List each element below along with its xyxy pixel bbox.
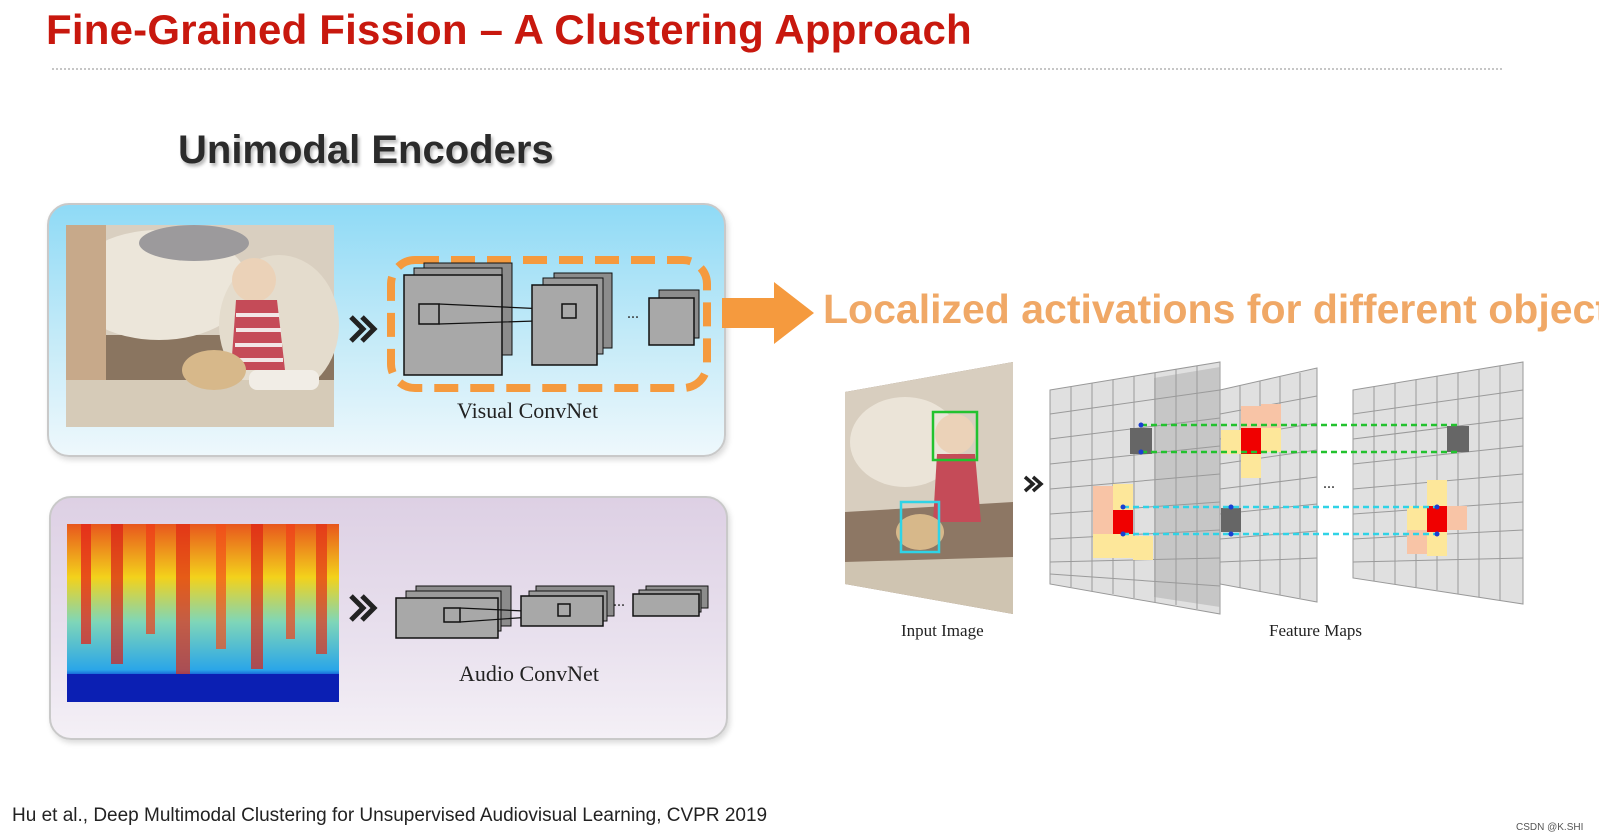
feature-map-1 — [1049, 361, 1221, 615]
title-divider — [52, 68, 1502, 70]
feature-map-3 — [1352, 361, 1524, 605]
input-image-label: Input Image — [901, 621, 984, 640]
feature-map-ellipsis: ... — [1323, 475, 1335, 492]
double-chevron-right-icon — [349, 594, 378, 622]
audio-ellipsis: ... — [613, 593, 625, 610]
feature-maps-label: Feature Maps — [1269, 621, 1363, 640]
section-heading: Unimodal Encoders — [178, 128, 554, 172]
slide-title: Fine-Grained Fission – A Clustering Appr… — [46, 6, 972, 53]
visual-convnet-label: Visual ConvNet — [457, 398, 599, 423]
double-chevron-right-icon — [1023, 475, 1044, 493]
audio-conv-layers — [395, 585, 709, 639]
input-image-photo — [845, 362, 1013, 614]
spectrogram-image — [67, 524, 339, 702]
watermark: CSDN @K.SHI — [1516, 822, 1584, 833]
audio-encoder-panel: ... Audio ConvNet — [49, 496, 728, 740]
double-chevron-right-icon — [349, 315, 378, 343]
feature-map-2 — [1219, 367, 1318, 603]
correspondence-links — [1120, 422, 1459, 537]
visual-conv-layers — [403, 262, 700, 376]
video-frame-photo — [66, 225, 339, 427]
visual-panel-drawing: ... — [66, 225, 711, 427]
audio-panel-drawing: ... — [67, 524, 709, 702]
convnet-highlight-box — [387, 256, 711, 392]
activation-callout: Localized activations for different obje… — [823, 286, 1599, 332]
arrow-right-icon — [722, 282, 814, 344]
audio-convnet-label: Audio ConvNet — [459, 661, 599, 686]
citation: Hu et al., Deep Multimodal Clustering fo… — [12, 805, 768, 826]
feature-map-figure: ... — [845, 361, 1524, 615]
visual-encoder-panel: ... Visual ConvNet — [47, 203, 726, 457]
visual-ellipsis: ... — [627, 305, 639, 322]
